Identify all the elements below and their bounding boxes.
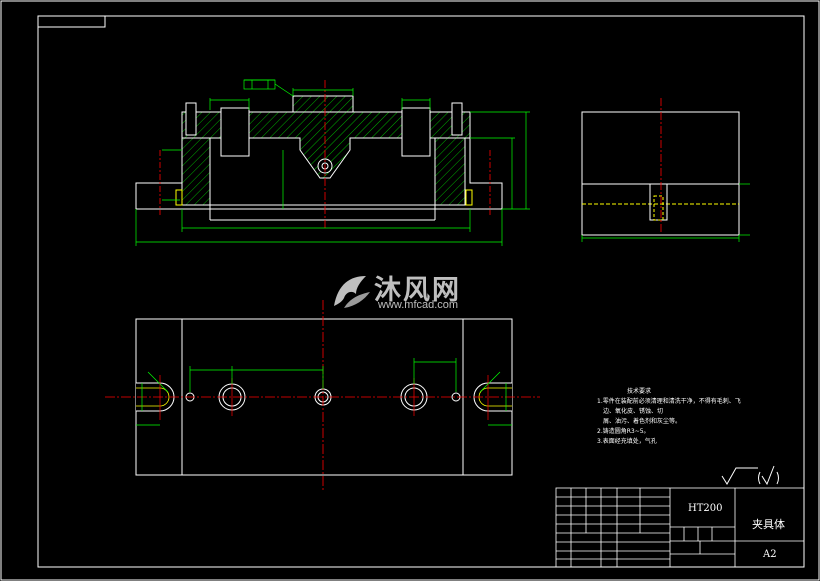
brand-logo-icon: [334, 276, 370, 308]
notes-title: 技术要求: [627, 388, 652, 395]
front-section-view: [135, 79, 530, 246]
title-block: [555, 487, 805, 568]
note-line: 屑、油污、着色剂和灰尘等。: [603, 418, 682, 425]
sheet-size-label: A2: [763, 549, 777, 560]
material-label: HT200: [688, 503, 723, 514]
note-line: 3.表面经充填处，气孔: [597, 438, 657, 445]
note-line: 2.铸造圆角R3~5。: [597, 428, 650, 435]
part-name-label: 夹具体: [752, 518, 785, 531]
watermark-url: www.mfcad.com: [378, 299, 459, 311]
roughness-symbol: [721, 465, 779, 486]
note-line: 边、氧化皮、锈蚀、切: [603, 408, 664, 415]
watermark: 沐风网 www.mfcad.com: [330, 268, 500, 314]
side-view: [581, 98, 750, 242]
note-line: 1.零件在装配前必须清理和清洗干净，不得有毛刺、飞: [597, 398, 741, 405]
technical-notes: 技术要求 1.零件在装配前必须清理和清洗干净，不得有毛刺、飞 边、氧化皮、锈蚀、…: [597, 387, 741, 447]
watermark-brand-text: 沐风网: [374, 275, 461, 306]
top-view: [105, 300, 540, 490]
